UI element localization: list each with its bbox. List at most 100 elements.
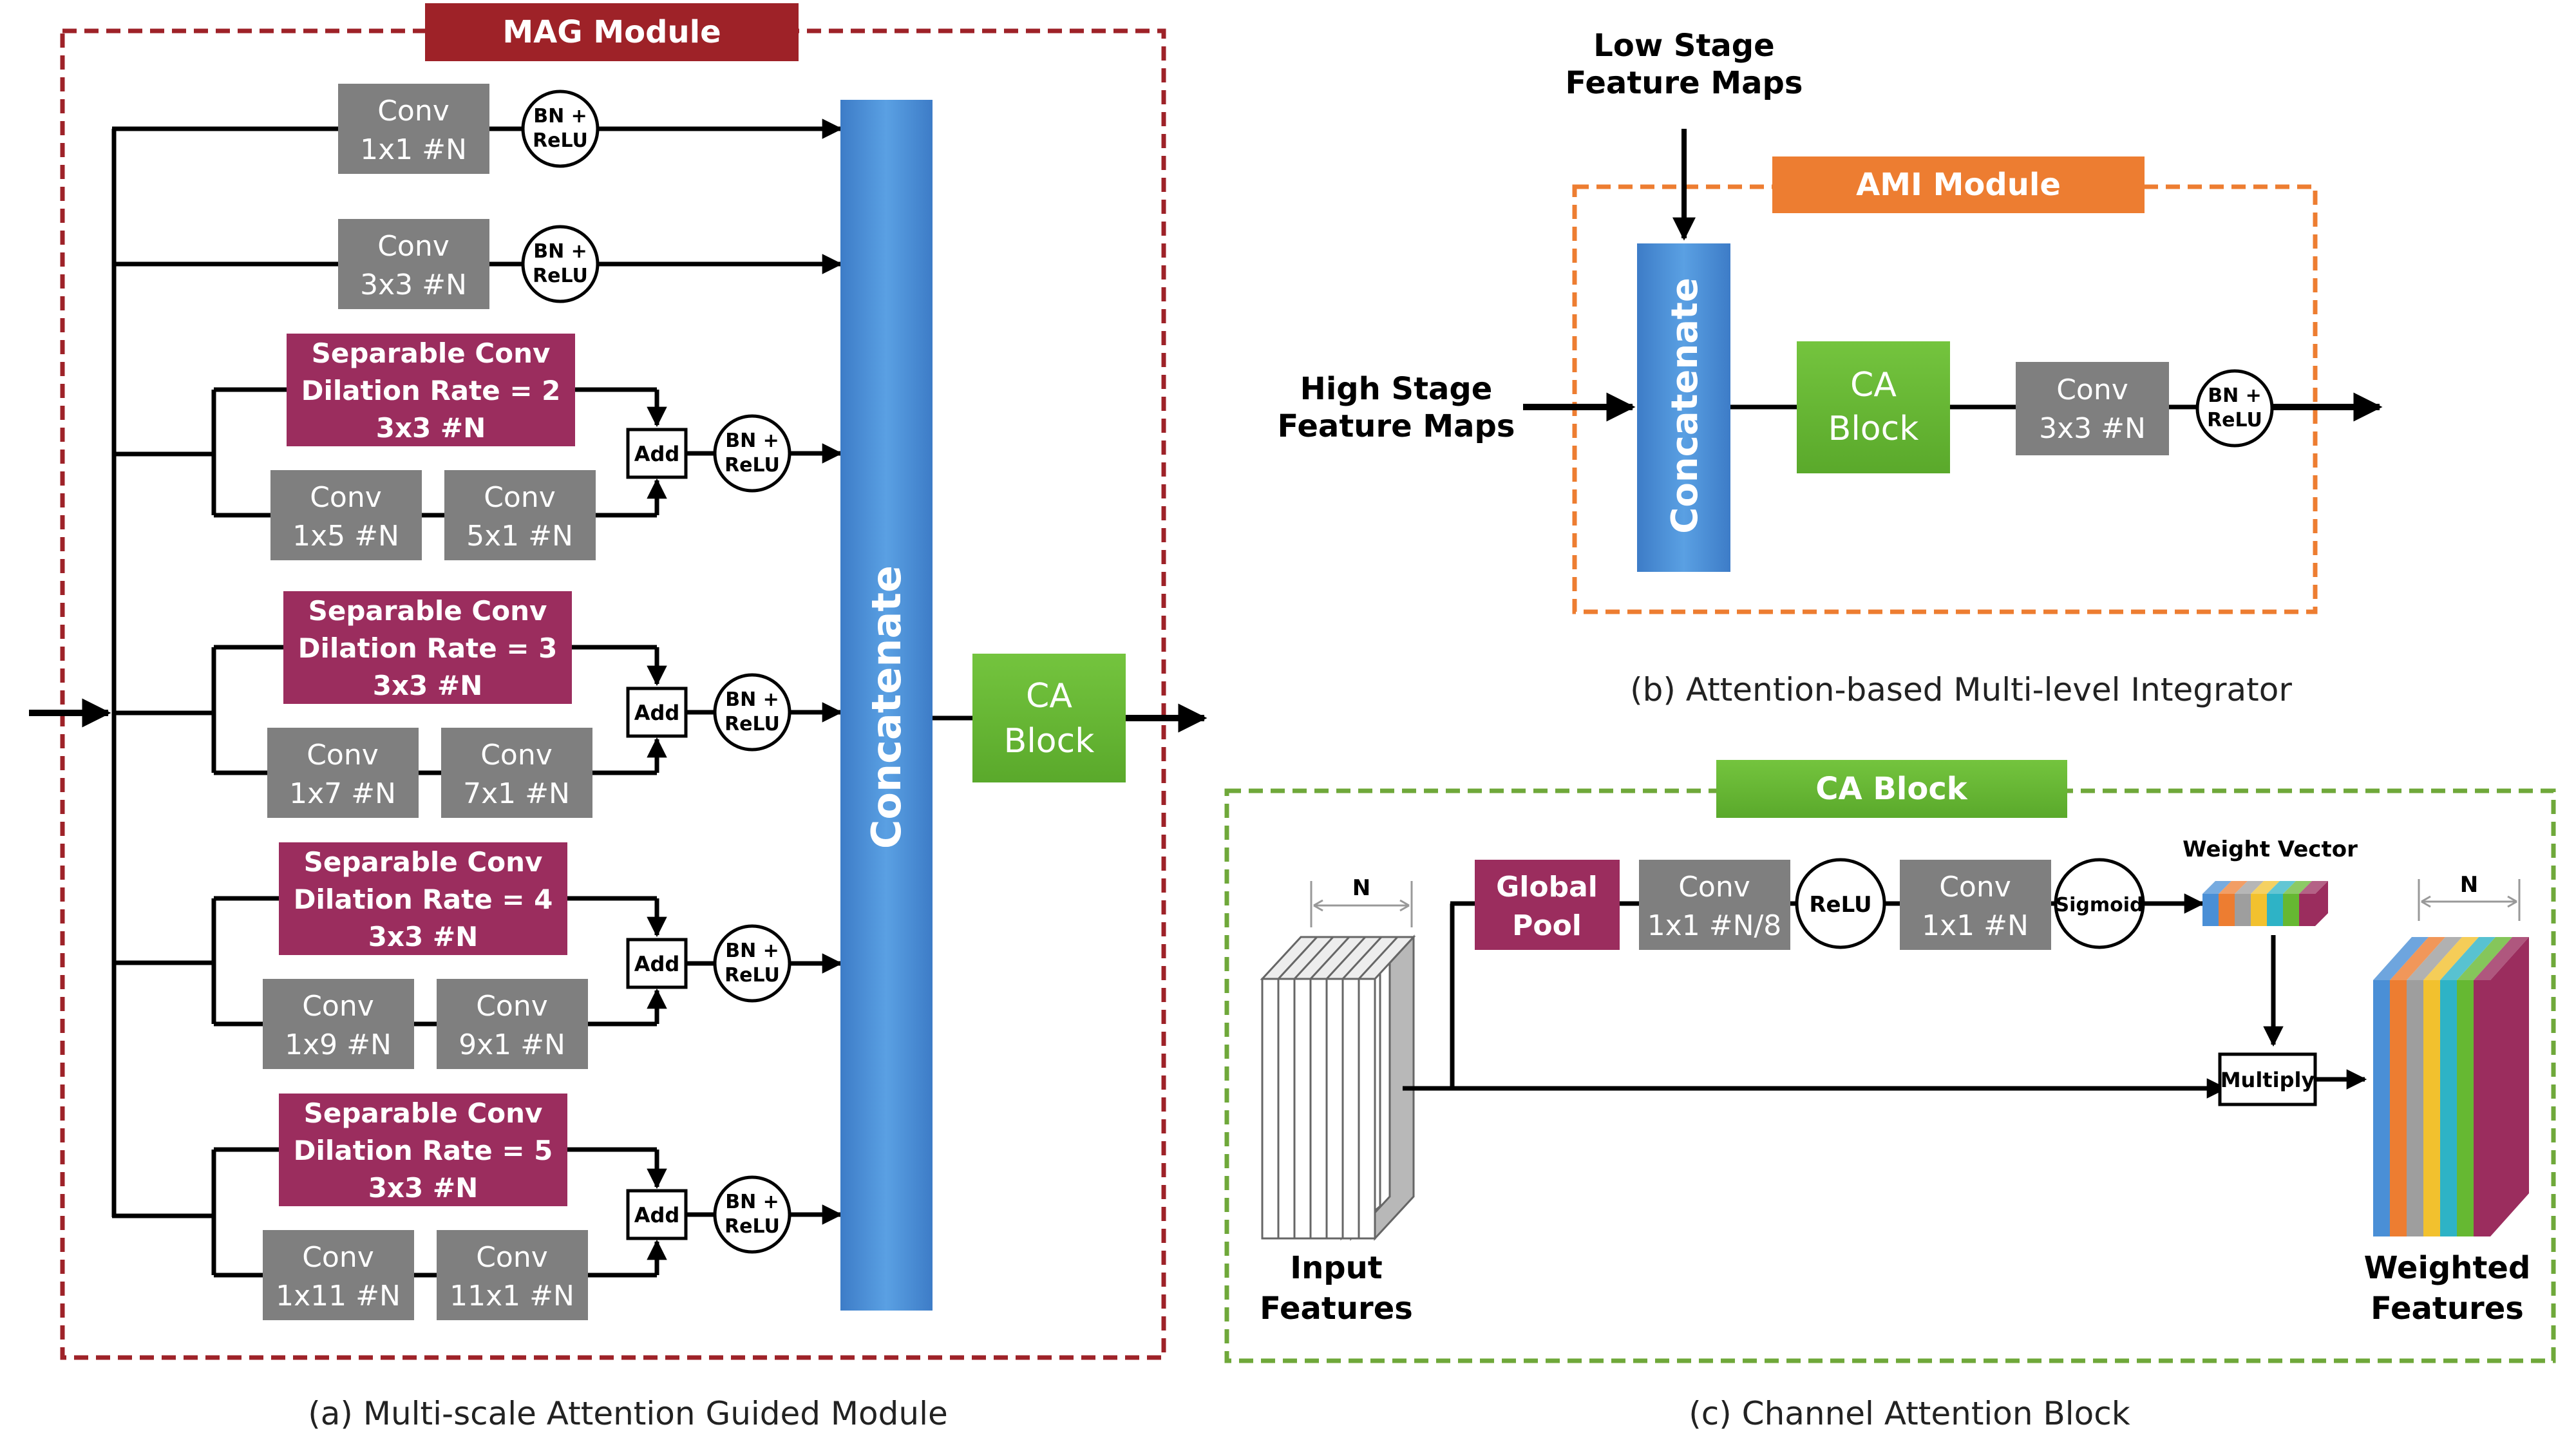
cab-frame bbox=[1224, 788, 2556, 1363]
bn-relu-1-l1: BN + bbox=[533, 105, 587, 128]
ami-ca-l1: CA bbox=[1850, 366, 1897, 404]
conv-9x1-size: 9x1 #N bbox=[459, 1028, 565, 1061]
cab-caption: (c) Channel Attention Block bbox=[1689, 1395, 2130, 1432]
conv-7x1-label: Conv bbox=[480, 739, 553, 772]
ami-bn-l1: BN + bbox=[2208, 384, 2262, 407]
sep-conv-d4-l3: 3x3 #N bbox=[368, 921, 478, 952]
mag-ca-block bbox=[972, 654, 1126, 782]
sep-conv-d4 bbox=[279, 842, 567, 955]
ami-ca-block bbox=[1797, 341, 1950, 473]
bn-relu-3 bbox=[713, 414, 791, 493]
mag-branch-6: Separable Conv Dilation Rate = 5 3x3 #N … bbox=[112, 1094, 843, 1320]
sep-conv-d3-l3: 3x3 #N bbox=[373, 670, 483, 701]
cab-conv-2-l2: 1x1 #N bbox=[1922, 909, 2029, 942]
weight-vector-cell bbox=[2219, 894, 2235, 926]
bn-relu-6 bbox=[713, 1175, 791, 1254]
weighted-feature-layer bbox=[2457, 937, 2512, 1236]
mag-branch-2: Conv 3x3 #N BN + ReLU bbox=[112, 219, 843, 309]
conv-3x3 bbox=[338, 219, 489, 309]
ami-caption: (b) Attention-based Multi-level Integrat… bbox=[1630, 671, 2292, 708]
mag-title-box bbox=[425, 3, 799, 61]
mag-ca-l1: CA bbox=[1026, 677, 1072, 715]
bn-relu-2 bbox=[521, 225, 600, 303]
weight-vector-cell-top bbox=[2202, 881, 2231, 894]
conv-1x7-label: Conv bbox=[307, 739, 379, 772]
conv-5x1-size: 5x1 #N bbox=[466, 520, 573, 553]
bn-relu-3-l2: ReLU bbox=[724, 454, 780, 477]
weighted-feature-layer bbox=[2474, 937, 2529, 1236]
conv-3x3-label: Conv bbox=[377, 230, 450, 263]
mag-title: MAG Module bbox=[502, 14, 721, 50]
mag-branch-1: Conv 1x1 #N BN + ReLU bbox=[112, 84, 843, 174]
weighted-feature-layer bbox=[2390, 937, 2445, 1236]
weighted-feature-stack bbox=[2373, 937, 2529, 1236]
weighted-feature-layer bbox=[2440, 937, 2496, 1236]
high-stage-l1: High Stage bbox=[1300, 371, 1493, 407]
mag-branch-4: Separable Conv Dilation Rate = 3 3x3 #N … bbox=[211, 591, 843, 818]
weighted-feature-layer bbox=[2407, 937, 2462, 1236]
sep-conv-d4-l2: Dilation Rate = 4 bbox=[294, 884, 553, 915]
conv-5x1-label: Conv bbox=[484, 481, 556, 514]
conv-1x1-label: Conv bbox=[377, 95, 450, 128]
conv-1x5 bbox=[270, 470, 422, 560]
sep-conv-d5-l1: Separable Conv bbox=[304, 1097, 543, 1129]
conv-9x1 bbox=[437, 979, 588, 1069]
bn-relu-1-l2: ReLU bbox=[533, 129, 588, 152]
weight-vector-cell-top bbox=[2299, 881, 2328, 894]
add-op-6 bbox=[626, 1189, 688, 1240]
add-op-3-label: Add bbox=[634, 442, 680, 466]
bn-relu-4-l1: BN + bbox=[725, 688, 779, 711]
global-pool bbox=[1475, 860, 1620, 950]
ami-concatenate-bar bbox=[1637, 243, 1730, 572]
ami-bn-relu bbox=[2195, 369, 2274, 448]
conv-1x11 bbox=[263, 1230, 414, 1320]
mag-branch-3: Separable Conv Dilation Rate = 2 3x3 #N … bbox=[112, 334, 843, 560]
weight-vector-cell-top bbox=[2251, 881, 2280, 894]
conv-11x1-size: 11x1 #N bbox=[450, 1280, 574, 1312]
conv-1x9 bbox=[263, 979, 414, 1069]
mag-concatenate-bar bbox=[840, 100, 933, 1311]
bn-relu-4 bbox=[713, 673, 791, 752]
conv-1x7-size: 1x7 #N bbox=[289, 777, 396, 810]
conv-1x5-label: Conv bbox=[310, 481, 382, 514]
mag-ca-l2: Block bbox=[1004, 722, 1095, 761]
bn-relu-2-l1: BN + bbox=[533, 240, 587, 263]
weight-vector-side bbox=[2315, 881, 2328, 926]
weight-vector-cell-top bbox=[2267, 881, 2296, 894]
low-stage-l2: Feature Maps bbox=[1566, 65, 1803, 101]
conv-11x1 bbox=[437, 1230, 588, 1320]
bn-relu-5 bbox=[713, 924, 791, 1003]
sep-conv-d5 bbox=[279, 1094, 567, 1206]
weight-vector bbox=[2202, 881, 2328, 926]
ca-block-detail: CA Block N bbox=[1224, 760, 2556, 1432]
weight-vector-cell bbox=[2267, 894, 2283, 926]
weighted-features-l1: Weighted bbox=[2364, 1250, 2531, 1286]
sep-conv-d5-l2: Dilation Rate = 5 bbox=[294, 1135, 553, 1166]
conv-11x1-label: Conv bbox=[476, 1241, 548, 1274]
weighted-features-l2: Features bbox=[2371, 1291, 2524, 1327]
conv-1x9-label: Conv bbox=[302, 990, 374, 1023]
weight-vector-cell bbox=[2299, 894, 2315, 926]
conv-1x7 bbox=[267, 728, 419, 818]
conv-5x1 bbox=[444, 470, 596, 560]
ami-conv-l1: Conv bbox=[2056, 374, 2128, 406]
low-stage-l1: Low Stage bbox=[1593, 28, 1774, 64]
input-features-l1: Input bbox=[1290, 1250, 1383, 1286]
add-op-5-label: Add bbox=[634, 952, 680, 976]
input-features-l2: Features bbox=[1260, 1291, 1413, 1327]
add-op-6-label: Add bbox=[634, 1203, 680, 1227]
sep-conv-d2-l1: Separable Conv bbox=[312, 337, 551, 369]
sep-conv-d3-l1: Separable Conv bbox=[308, 595, 547, 627]
conv-7x1-size: 7x1 #N bbox=[463, 777, 570, 810]
conv-1x11-size: 1x11 #N bbox=[276, 1280, 401, 1312]
weight-vector-cell bbox=[2235, 894, 2251, 926]
ami-title-box bbox=[1772, 156, 2145, 213]
cab-conv-2 bbox=[1900, 860, 2051, 950]
conv-9x1-label: Conv bbox=[476, 990, 548, 1023]
conv-3x3-size: 3x3 #N bbox=[360, 269, 467, 301]
ami-module: AMI Module Low Stage Feature Maps High S… bbox=[1278, 28, 2383, 708]
sep-conv-d2 bbox=[287, 334, 575, 446]
cab-conv-1-l2: 1x1 #N/8 bbox=[1647, 909, 1782, 942]
ami-title: AMI Module bbox=[1856, 167, 2061, 203]
weight-vector-label: Weight Vector bbox=[2183, 837, 2358, 862]
